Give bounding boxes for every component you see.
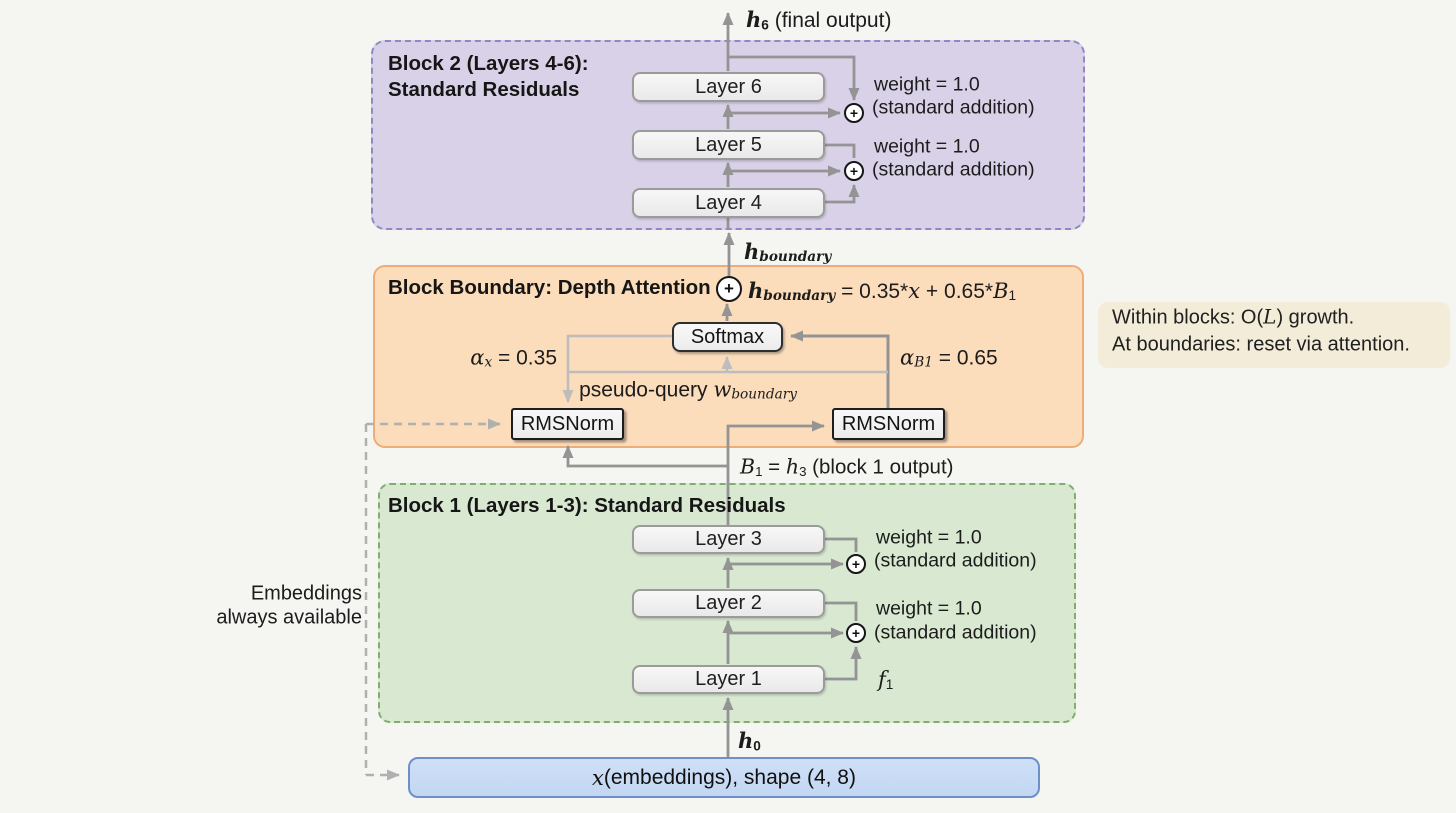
block2-addition-note-1: (standard addition)	[872, 96, 1035, 119]
pseudo-query-label: pseudo-query wboundary	[579, 377, 797, 403]
block2-weight-label-2: weight = 1.0	[874, 135, 980, 158]
plus-circle-layer3: +	[846, 554, 866, 574]
h0-label: h0	[738, 728, 761, 754]
arrow-layer1-output-to-plus	[824, 646, 862, 681]
embeddings-available-line1: Embeddings	[250, 582, 362, 605]
layer1-box: Layer 1	[632, 665, 825, 694]
arrow-layer6-output-to-plus	[728, 55, 860, 101]
layer6-box: Layer 6	[632, 72, 825, 102]
side-note-line1: Within blocks: O(L) growth.	[1112, 304, 1355, 329]
final-output-label: h6 (final output)	[746, 7, 892, 33]
softmax-box: Softmax	[672, 322, 783, 352]
plus-circle-layer5: +	[844, 161, 864, 181]
layer2-box: Layer 2	[632, 589, 825, 618]
f1-label: f1	[878, 667, 894, 692]
rmsnorm-right-box: RMSNorm	[832, 408, 945, 440]
block2-title-line1: Block 2 (Layers 4-6):	[388, 52, 589, 75]
block1-addition-note-2: (standard addition)	[874, 621, 1037, 644]
block1-addition-note-1: (standard addition)	[874, 549, 1037, 572]
block2-addition-note-2: (standard addition)	[872, 158, 1035, 181]
b1-output-label: B1 = h3 (block 1 output)	[740, 454, 954, 479]
layer3-box: Layer 3	[632, 525, 825, 554]
arrow-layer4-output-to-plus	[824, 184, 860, 204]
block1-weight-label-1: weight = 1.0	[876, 526, 982, 549]
boundary-equation: hboundary = 0.35*x + 0.65*B1	[748, 277, 1017, 305]
side-note-line2: At boundaries: reset via attention.	[1112, 333, 1410, 356]
wire-layer2-output	[824, 601, 858, 621]
arrow-b1-to-rmsnorm-left	[562, 445, 728, 468]
wire-softmax-to-rmsnorm-left	[562, 334, 672, 403]
embeddings-available-line2: always available	[216, 606, 362, 629]
wire-layer3-output	[824, 537, 858, 552]
block1-title: Block 1 (Layers 1-3): Standard Residuals	[388, 494, 786, 517]
plus-circle-boundary: +	[716, 276, 742, 302]
plus-circle-layer2: +	[846, 623, 866, 643]
block2-title-line2: Standard Residuals	[388, 78, 580, 101]
block2-weight-label-1: weight = 1.0	[874, 73, 980, 96]
arrow-b1-to-rmsnorm-right	[726, 420, 825, 525]
alpha-x-label: αx = 0.35	[470, 345, 557, 371]
block1-weight-label-2: weight = 1.0	[876, 597, 982, 620]
embeddings-box: x (embeddings), shape (4, 8)	[408, 757, 1040, 798]
side-note-panel	[1098, 302, 1450, 368]
layer5-box: Layer 5	[632, 130, 825, 160]
plus-circle-layer6: +	[844, 103, 864, 123]
alpha-b1-label: αB1 = 0.65	[900, 345, 998, 371]
arrow-rmsnorm-right-to-softmax	[790, 330, 890, 408]
h-boundary-label: hboundary	[744, 238, 832, 266]
wire-layer5-output	[824, 143, 856, 158]
boundary-title: Block Boundary: Depth Attention	[388, 276, 711, 299]
rmsnorm-left-box: RMSNorm	[511, 408, 624, 440]
layer4-box: Layer 4	[632, 188, 825, 218]
